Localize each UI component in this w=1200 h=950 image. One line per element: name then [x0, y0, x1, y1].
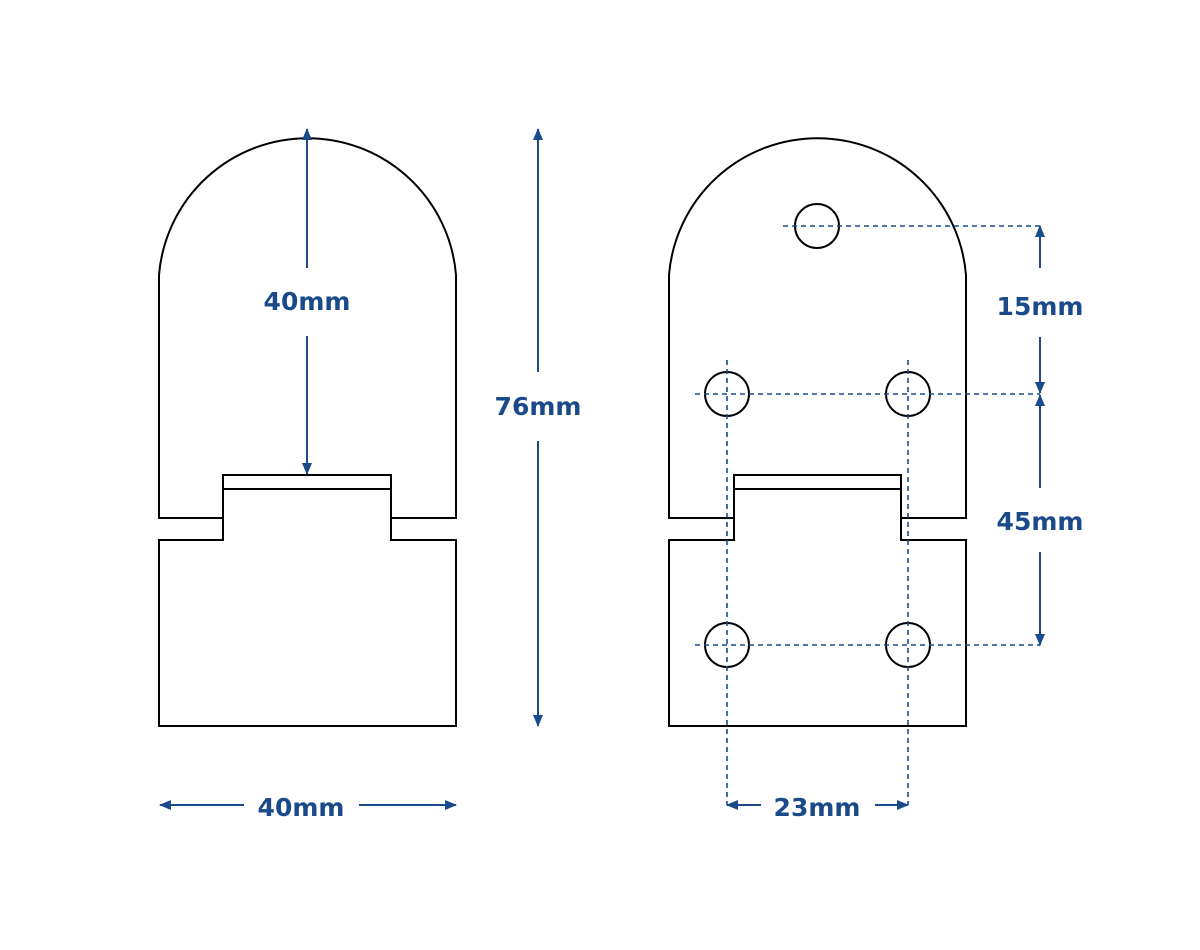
- left-width-dimension: 40mm: [159, 793, 457, 822]
- horizontal-spacing-label: 23mm: [774, 793, 861, 822]
- arc-height-label: 40mm: [264, 287, 351, 316]
- right-lower-leaf: [668, 488, 967, 727]
- top-hole-spacing-dimension: 15mm: [997, 225, 1084, 394]
- top-spacing-label: 15mm: [997, 292, 1084, 321]
- total-height-dimension: 76mm: [495, 128, 582, 727]
- horizontal-hole-spacing-dimension: 23mm: [726, 793, 909, 822]
- vertical-hole-spacing-dimension: 45mm: [997, 394, 1084, 646]
- vertical-spacing-label: 45mm: [997, 507, 1084, 536]
- left-lower-leaf: [158, 488, 457, 727]
- left-arc-height-dimension: 40mm: [264, 128, 351, 475]
- left-upper-leaf: [158, 137, 457, 519]
- hole-centre-lines: [695, 225, 1040, 805]
- width-label: 40mm: [258, 793, 345, 822]
- left-hinge-view: [158, 137, 457, 727]
- total-height-label: 76mm: [495, 392, 582, 421]
- right-upper-leaf: [668, 137, 967, 519]
